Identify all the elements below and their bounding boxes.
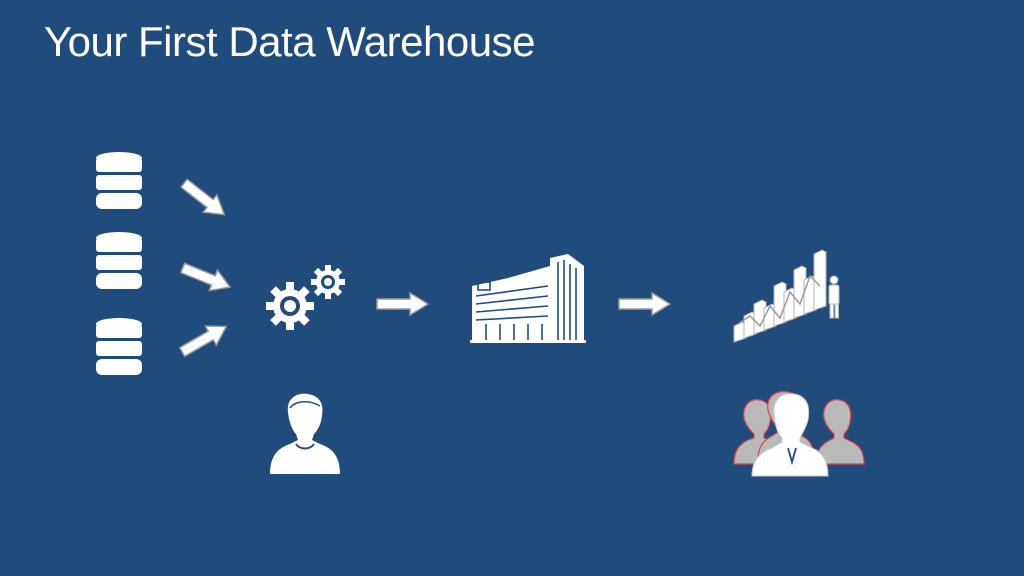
- gears-icon: [266, 265, 345, 330]
- arrow-etl-to-warehouse: [376, 291, 430, 317]
- slide-title: Your First Data Warehouse: [44, 18, 535, 65]
- arrow-right-icon: [179, 178, 226, 216]
- etl-process: [262, 262, 352, 334]
- arrow-source2-to-etl: [177, 257, 236, 299]
- arrow-warehouse-to-analytics: [618, 291, 672, 317]
- source-database-2: [94, 232, 144, 294]
- arrow-right-icon: [178, 325, 228, 358]
- developer-person: [266, 390, 344, 476]
- source-database-3: [94, 318, 144, 380]
- database-icon: [96, 152, 142, 209]
- arrow-right-icon: [618, 291, 672, 317]
- data-warehouse: [468, 252, 586, 344]
- bar-chart-person-icon: [733, 249, 840, 343]
- analytics-report: [730, 246, 844, 346]
- people-group-icon: [733, 391, 865, 477]
- building-icon: [470, 254, 586, 343]
- arrow-source3-to-etl: [175, 315, 234, 363]
- database-icon: [96, 318, 142, 375]
- business-users-group: [732, 388, 866, 478]
- person-icon: [270, 393, 340, 474]
- arrow-right-icon: [179, 262, 232, 292]
- arrow-source1-to-etl: [176, 173, 233, 225]
- source-database-1: [94, 152, 144, 214]
- database-icon: [96, 232, 142, 289]
- arrow-right-icon: [376, 291, 430, 317]
